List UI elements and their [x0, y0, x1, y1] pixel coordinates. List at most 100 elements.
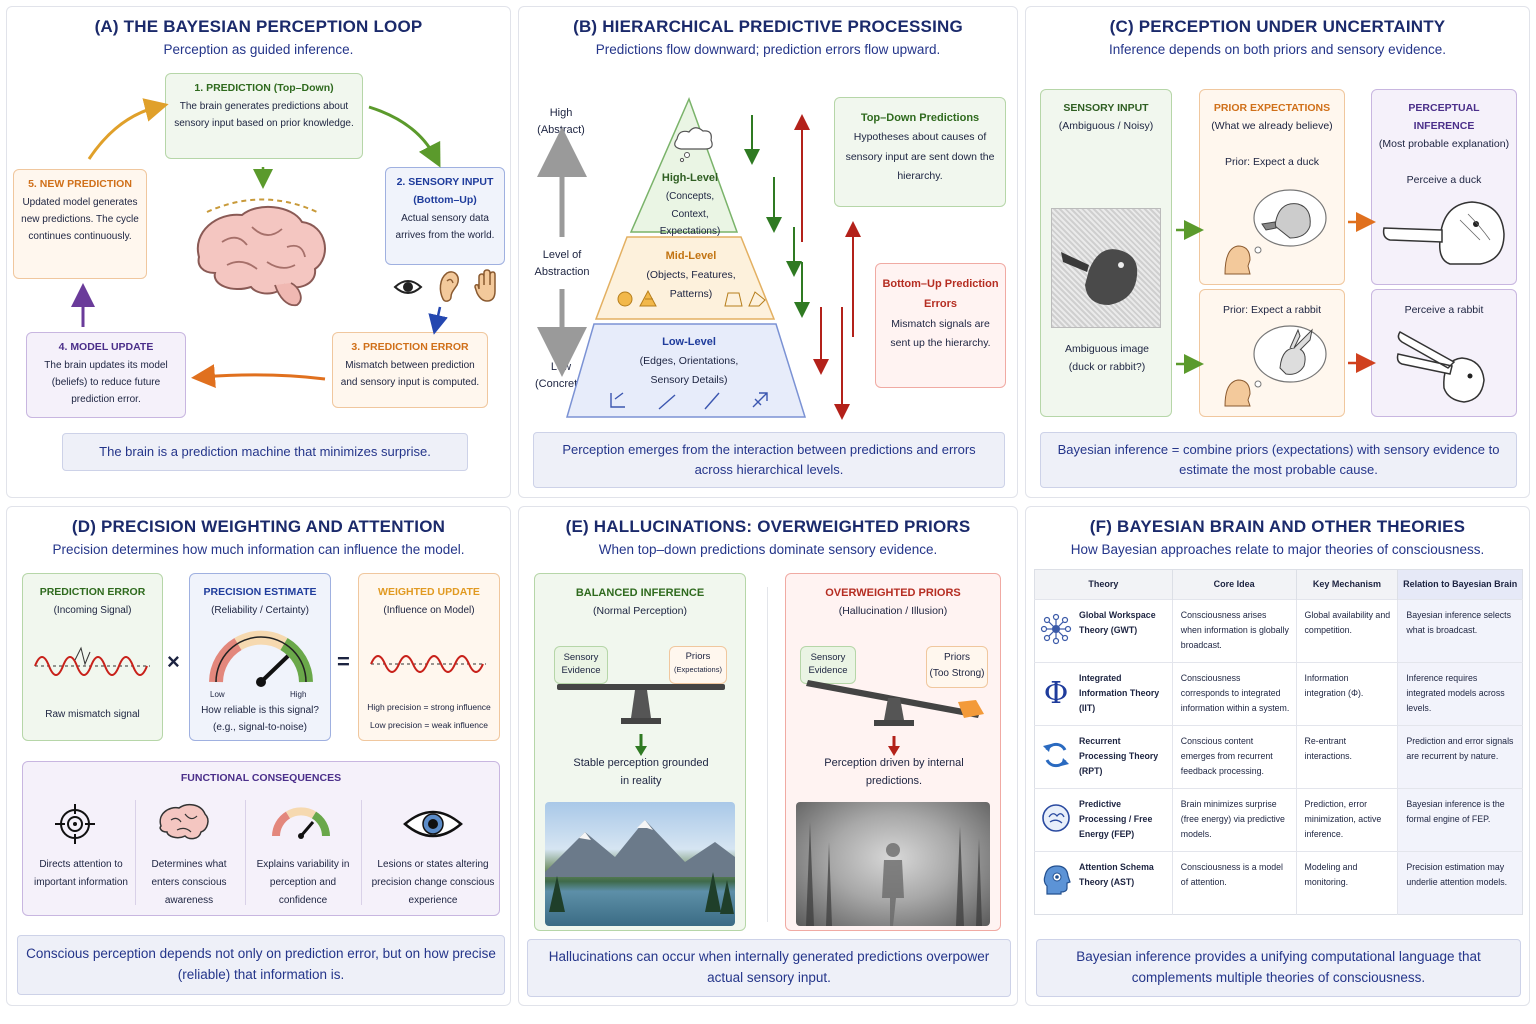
balanced-sub: (Normal Perception) — [593, 604, 687, 617]
level-title: High-Level — [661, 172, 719, 184]
level-title: Mid-Level — [665, 250, 717, 262]
core-idea-cell: Consciousness arises when information is… — [1172, 599, 1297, 663]
perceive-rabbit-box: Perceive a rabbit — [1371, 289, 1517, 417]
sensory-evidence-tag: Sensory Evidence — [800, 646, 856, 684]
header-core-idea: Core Idea — [1172, 569, 1297, 600]
bottomup-box: Bottom–Up Prediction Errors Mismatch sig… — [875, 263, 1006, 388]
sensory-sub: (Ambiguous / Noisy) — [1058, 119, 1154, 132]
mechanism-cell: Modeling and monitoring. — [1296, 851, 1399, 915]
level-low: Low-Level (Edges, Orientations, Sensory … — [627, 333, 751, 389]
functional-consequences-box: FUNCTIONAL CONSEQUENCES Directs attentio… — [22, 761, 500, 916]
step-title: 1. PREDICTION (Top–Down) — [194, 82, 334, 94]
sensory-label: Sensory Evidence — [561, 652, 601, 677]
topdown-box: Top–Down Predictions Hypotheses about ca… — [834, 97, 1006, 207]
panel-f-subtitle: How Bayesian approaches relate to major … — [1070, 542, 1485, 557]
core-idea-cell: Consciousness corresponds to integrated … — [1172, 662, 1297, 726]
gauge-small-icon — [272, 807, 330, 839]
eye-large-icon — [403, 810, 463, 838]
mechanism-cell: Global availability and competition. — [1296, 599, 1399, 663]
prior-rabbit-box: Prior: Expect a rabbit — [1199, 289, 1345, 417]
level-text: (Edges, Orientations, Sensory Details) — [639, 355, 739, 386]
panel-b-footer: Perception emerges from the interaction … — [533, 432, 1005, 488]
relation-cell: Bayesian inference selects what is broad… — [1397, 599, 1523, 663]
network-icon — [1040, 613, 1072, 645]
panel-a-subtitle: Perception as guided inference. — [163, 42, 354, 57]
header-theory: Theory — [1034, 569, 1173, 600]
step-new-prediction: 5. NEW PREDICTION Updated model generate… — [13, 169, 147, 279]
times-symbol: × — [167, 649, 180, 674]
panel-hierarchical: (B) HIERARCHICAL PREDICTIVE PROCESSING P… — [518, 6, 1018, 498]
theory-cell: Φ Integrated Information Theory (IIT) — [1034, 662, 1173, 726]
sensory-evidence-tag: Sensory Evidence — [554, 646, 608, 684]
level-high: High-Level (Concepts, Context, Expectati… — [647, 169, 733, 241]
weighted-high-text: High precision = strong influence — [367, 702, 491, 712]
header-key-mechanism: Key Mechanism — [1296, 569, 1399, 600]
panel-e-title: (E) HALLUCINATIONS: OVERWEIGHTED PRIORS — [565, 517, 971, 536]
percept-duck-label: Perceive a duck — [1406, 173, 1482, 186]
brain-icon — [196, 198, 326, 307]
eye-icon — [393, 280, 423, 294]
priors-label: Priors — [943, 652, 971, 663]
step-text: Actual sensory data arrives from the wor… — [395, 212, 495, 241]
prior-rabbit-label: Prior: Expect a rabbit — [1222, 304, 1322, 316]
func-title: FUNCTIONAL CONSEQUENCES — [180, 772, 342, 784]
axis-level-label: Level of Abstraction — [534, 249, 590, 278]
weighted-low-text: Low precision = weak influence — [370, 720, 488, 730]
step-title: 3. PREDICTION ERROR — [351, 341, 469, 353]
table-row: Φ Integrated Information Theory (IIT) Co… — [1034, 662, 1523, 726]
precision-caption: How reliable is this signal? (e.g., sign… — [201, 705, 319, 733]
core-idea-cell: Conscious content emerges from recurrent… — [1172, 725, 1297, 789]
hand-icon — [474, 269, 496, 302]
thinking-rabbit-icon — [1224, 325, 1327, 407]
level-text: (Concepts, Context, Expectations) — [659, 191, 721, 238]
theory-cell: Global Workspace Theory (GWT) — [1034, 599, 1173, 663]
panel-d-subtitle: Precision determines how much informatio… — [52, 542, 465, 557]
theory-cell: Recurrent Processing Theory (RPT) — [1034, 725, 1173, 789]
table-row: Global Workspace Theory (GWT) Consciousn… — [1034, 599, 1523, 663]
consequence-text: Lesions or states altering precision cha… — [371, 859, 495, 906]
consequence-text: Explains variability in perception and c… — [256, 859, 350, 906]
flow-arrows-c — [1176, 212, 1376, 374]
sense-icons — [393, 269, 503, 305]
weighted-signal-icon — [370, 655, 486, 673]
step-text: Updated model generates new predictions.… — [21, 196, 139, 242]
priors-strong: (Too Strong) — [929, 668, 985, 679]
topdown-title: Top–Down Predictions — [860, 112, 980, 124]
e-divider — [767, 587, 768, 922]
rabbit-icon — [1396, 331, 1485, 403]
step-model-update: 4. MODEL UPDATE The brain updates its mo… — [26, 332, 186, 418]
sensory-title: SENSORY INPUT — [1063, 102, 1149, 114]
func-divider — [361, 800, 362, 905]
thinking-duck-icon — [1224, 189, 1327, 275]
consequence-text: Directs attention to important informati… — [34, 859, 128, 888]
loop-arrows — [71, 98, 448, 389]
step-title: 2. SENSORY INPUT (Bottom–Up) — [396, 176, 494, 206]
recurrent-arrows-icon — [1043, 742, 1069, 768]
level-title: Low-Level — [662, 336, 716, 348]
theories-table: Theory Core Idea Key Mechanism Relation … — [1034, 569, 1523, 915]
mountain-lake-image — [545, 802, 735, 926]
theory-name: Predictive Processing / Free Energy (FEP… — [1079, 799, 1153, 839]
panel-a-footer: The brain is a prediction machine that m… — [62, 433, 468, 471]
over-sub: (Hallucination / Illusion) — [838, 604, 948, 617]
table-row: Predictive Processing / Free Energy (FEP… — [1034, 788, 1523, 852]
theory-name: Integrated Information Theory (IIT) — [1079, 673, 1160, 713]
step-prediction-error: 3. PREDICTION ERROR Mismatch between pre… — [332, 332, 488, 408]
prediction-error-box: PREDICTION ERROR (Incoming Signal) Raw m… — [22, 573, 163, 741]
step-title: 4. MODEL UPDATE — [58, 341, 154, 353]
bottomup-title: Bottom–Up Prediction Errors — [882, 278, 999, 311]
consequence-text: Determines what enters conscious awarene… — [151, 859, 227, 906]
priors-exp: (Expectations) — [674, 665, 722, 675]
error-sub: (Incoming Signal) — [53, 604, 132, 616]
step-text: The brain generates predictions about se… — [174, 100, 354, 129]
gauge-high-label: High — [290, 690, 307, 699]
sensory-label: Sensory Evidence — [808, 652, 848, 677]
level-mid: Mid-Level (Objects, Features, Patterns) — [635, 247, 747, 303]
percept-sub: (Most probable explanation) — [1378, 137, 1510, 150]
prior-sub: (What we already believe) — [1211, 119, 1333, 132]
priors-strong-tag: Priors (Too Strong) — [926, 646, 988, 688]
balanced-title: BALANCED INFERENCE — [575, 587, 705, 599]
gauge-icon — [209, 630, 313, 687]
mechanism-cell: Re-entrant interactions. — [1296, 725, 1399, 789]
panel-c-footer: Bayesian inference = combine priors (exp… — [1040, 432, 1517, 488]
